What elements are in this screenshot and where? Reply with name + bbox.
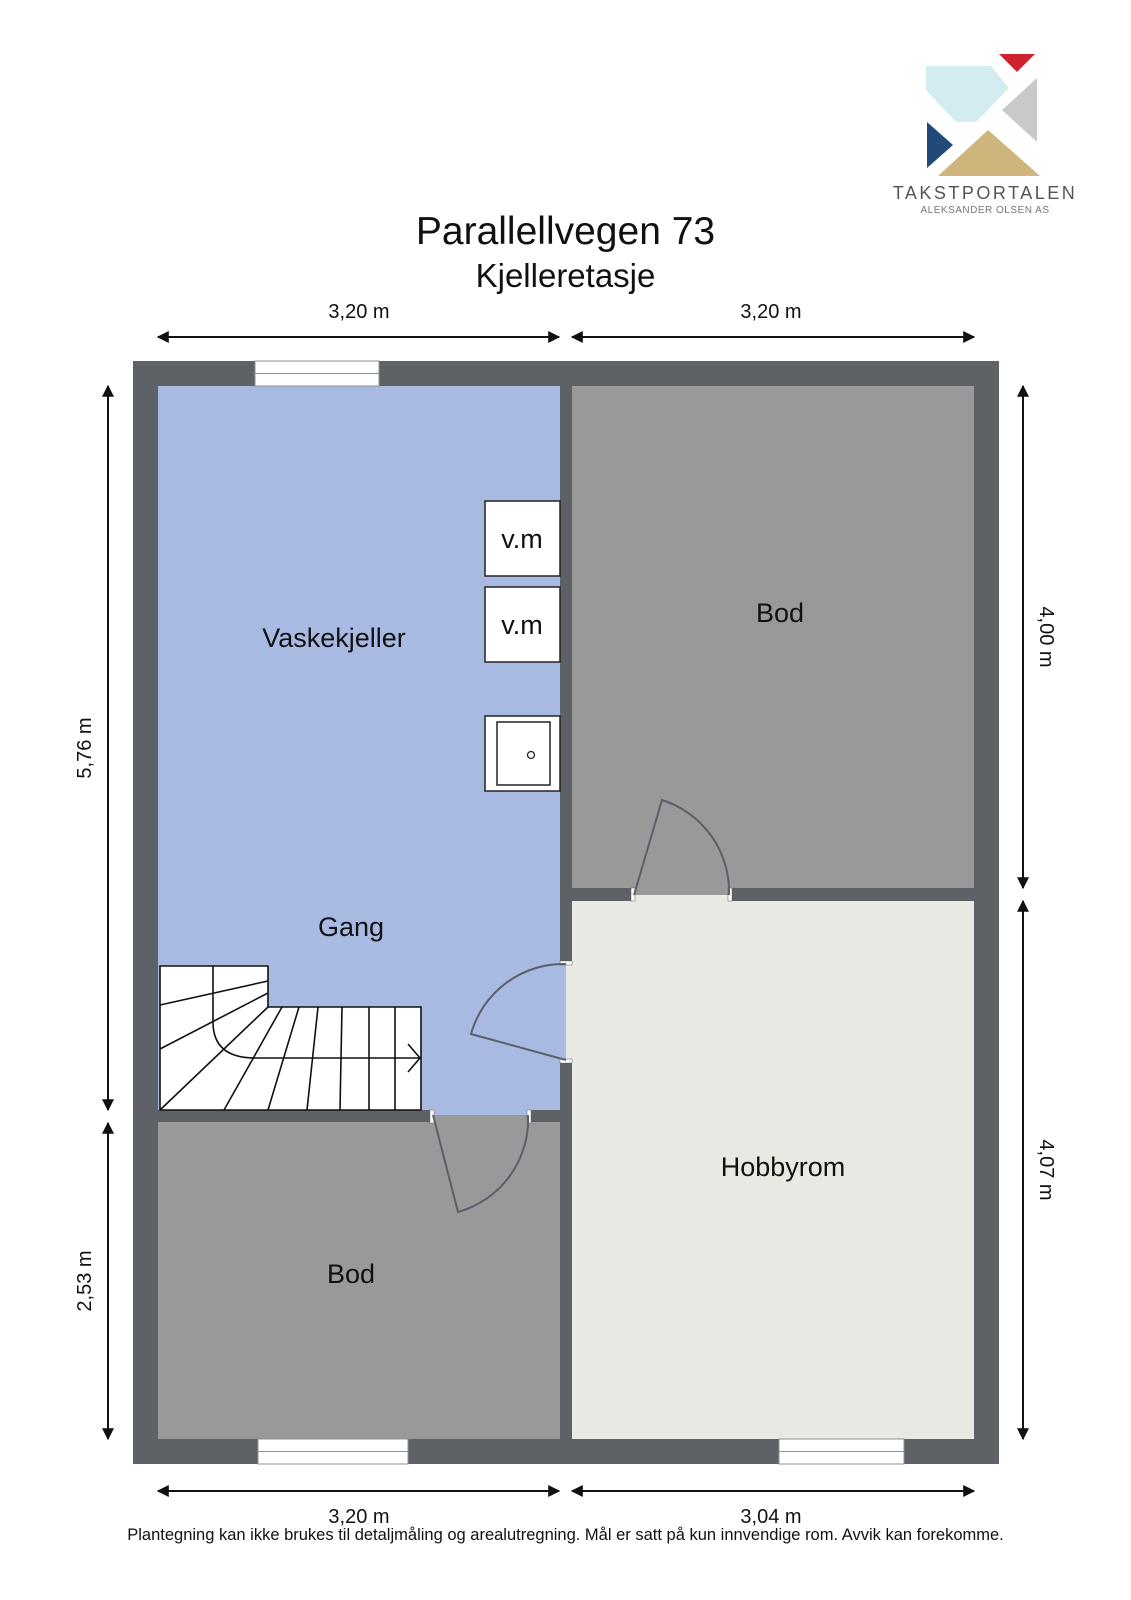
room-label-bod-lower: Bod xyxy=(327,1259,375,1289)
dim-bottom-right: 3,04 m xyxy=(740,1506,801,1528)
dim-left-lower: 2,53 m xyxy=(74,1250,96,1311)
room-label-hobbyrom: Hobbyrom xyxy=(721,1152,846,1182)
door-opening-bod-upper-b xyxy=(634,895,729,901)
company-logo xyxy=(926,54,1040,176)
room-label-vaskekjeller: Vaskekjeller xyxy=(262,623,406,653)
staircase xyxy=(159,965,422,1111)
room-hobbyrom xyxy=(572,901,974,1439)
fixture-sink xyxy=(484,715,561,792)
fixture-washer-2: v.m xyxy=(484,586,561,663)
dim-right-lower: 4,07 m xyxy=(1035,1139,1057,1200)
dim-top-left: 3,20 m xyxy=(328,301,389,323)
dim-top-right: 3,20 m xyxy=(740,301,801,323)
room-label-gang: Gang xyxy=(318,912,384,942)
washer-1-label: v.m xyxy=(501,524,543,554)
fixture-washer-1: v.m xyxy=(484,500,561,577)
door-opening-mid-right xyxy=(566,964,572,1060)
logo-grey-triangle xyxy=(1002,78,1037,142)
disclaimer-footer: Plantegning kan ikke brukes til detaljmå… xyxy=(127,1526,1004,1544)
logo-name: TAKSTPORTALEN xyxy=(892,183,1078,203)
logo-navy-triangle xyxy=(927,122,953,168)
page-title: Parallellvegen 73 xyxy=(415,210,716,253)
windows xyxy=(254,360,905,1465)
door-opening-bod-lower-b xyxy=(433,1115,528,1122)
dim-left-upper: 5,76 m xyxy=(74,717,96,778)
floor-subtitle: Kjelleretasje xyxy=(475,257,656,294)
dim-right-upper: 4,00 m xyxy=(1035,606,1057,667)
dim-bottom-left: 3,20 m xyxy=(328,1506,389,1528)
door-opening-bod-lower xyxy=(433,1110,528,1115)
dimension-lines xyxy=(102,331,1029,1497)
door-opening-mid xyxy=(560,964,566,1060)
room-bod-lower xyxy=(158,1122,560,1439)
room-label-bod-upper: Bod xyxy=(756,598,804,628)
logo-red-triangle xyxy=(999,54,1035,72)
washer-2-label: v.m xyxy=(501,610,543,640)
logo-lightblue-shape xyxy=(926,66,1009,122)
logo-gold-triangle xyxy=(938,130,1040,176)
room-bod-upper xyxy=(572,386,974,888)
drain-icon xyxy=(526,750,536,760)
door-opening-bod-upper xyxy=(634,888,729,895)
door-swings xyxy=(432,798,731,1214)
logo-tagline: ALEKSANDER OLSEN AS xyxy=(920,205,1050,216)
